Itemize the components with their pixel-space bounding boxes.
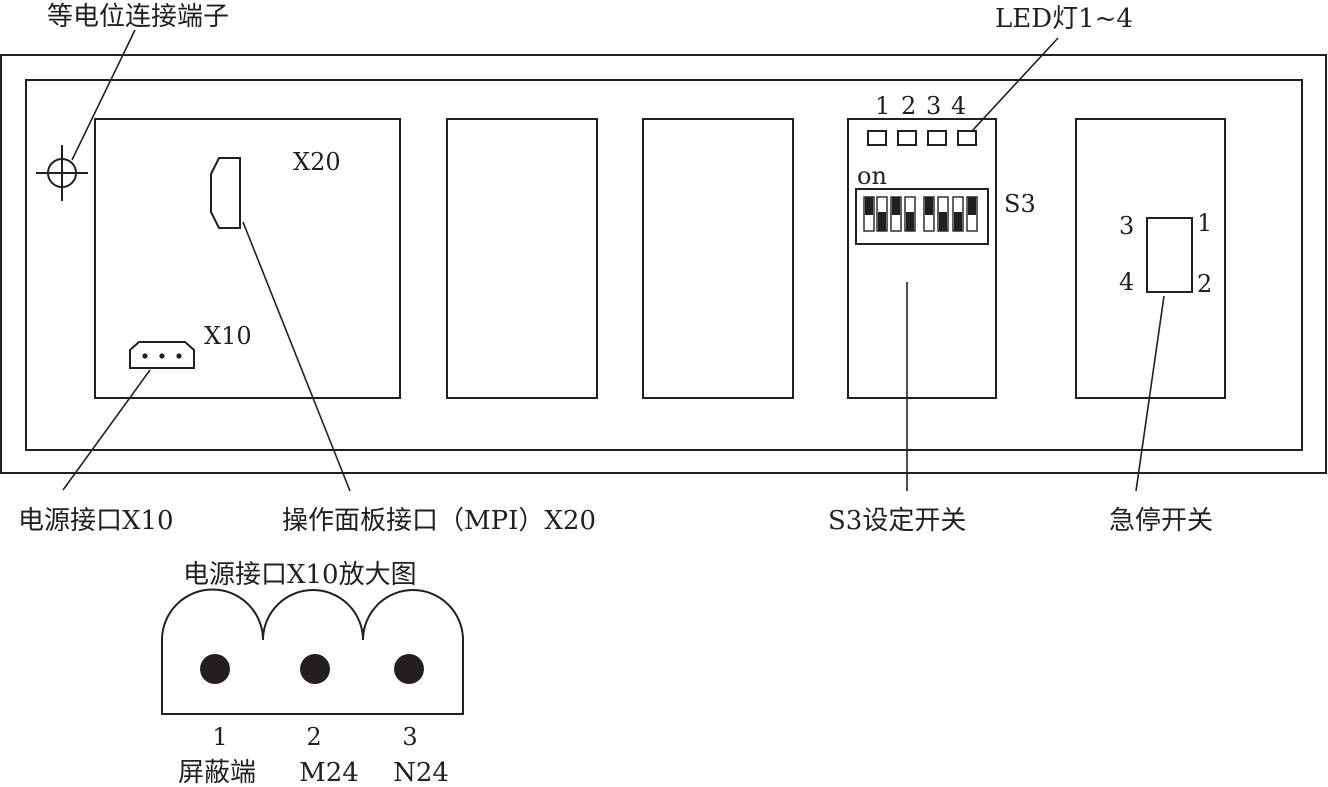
module-interface	[94, 118, 401, 399]
x10-connector-icon	[129, 341, 195, 369]
led-number-1: 1	[875, 92, 890, 120]
label-x20: X20	[293, 148, 341, 176]
dip-switch-s3	[855, 188, 989, 245]
leader-power-port	[62, 369, 151, 491]
leader-estop	[1135, 295, 1165, 492]
outer-housing	[0, 54, 1327, 474]
label-s3-switch: S3设定开关	[828, 506, 966, 536]
led-1	[867, 130, 887, 146]
estop-pin-1: 1	[1197, 209, 1212, 237]
enlarged-pin-number-3: 3	[402, 723, 417, 751]
label-equipotential-terminal: 等电位连接端子	[47, 2, 229, 32]
x20-connector-icon	[210, 157, 241, 229]
label-panel-port: 操作面板接口（MPI）X20	[282, 506, 596, 536]
inner-frame	[25, 79, 1303, 451]
enlarged-pin-2	[300, 654, 330, 684]
label-x10: X10	[204, 322, 252, 350]
module-blank-1	[446, 118, 598, 399]
label-s3: S3	[1004, 190, 1036, 218]
enlarged-pin-1	[200, 654, 230, 684]
label-led-lamps: LED灯1~4	[995, 4, 1133, 34]
led-4	[957, 130, 977, 146]
led-group	[867, 130, 977, 146]
led-number-2: 2	[901, 92, 916, 120]
enlarged-pin-number-2: 2	[306, 723, 321, 751]
enlarged-x10-connector	[161, 588, 464, 715]
module-s3	[847, 118, 997, 399]
estop-pin-2: 2	[1197, 270, 1212, 298]
led-number-3: 3	[926, 92, 941, 120]
enlarged-pin-name-1: 屏蔽端	[178, 758, 256, 787]
estop-pin-4: 4	[1119, 268, 1134, 296]
estop-pin-3: 3	[1119, 212, 1134, 240]
leader-equipotential	[71, 29, 136, 161]
label-power-port: 电源接口X10	[18, 506, 174, 536]
enlarged-pin-number-1: 1	[212, 723, 227, 751]
leader-panel-port	[242, 221, 351, 492]
enlarged-title: 电源接口X10放大图	[183, 560, 417, 590]
enlarged-pin-name-3: N24	[393, 758, 449, 787]
led-number-4: 4	[951, 92, 966, 120]
led-3	[927, 130, 947, 146]
label-estop-switch: 急停开关	[1109, 506, 1213, 536]
enlarged-pin-3	[394, 654, 424, 684]
enlarged-pin-name-2: M24	[299, 758, 359, 787]
equipotential-terminal-icon	[36, 145, 88, 201]
led-2	[897, 130, 917, 146]
label-on: on	[857, 162, 887, 190]
estop-contact	[1146, 217, 1193, 293]
module-blank-2	[642, 118, 794, 399]
leader-led	[971, 37, 1059, 132]
module-estop	[1075, 118, 1226, 399]
